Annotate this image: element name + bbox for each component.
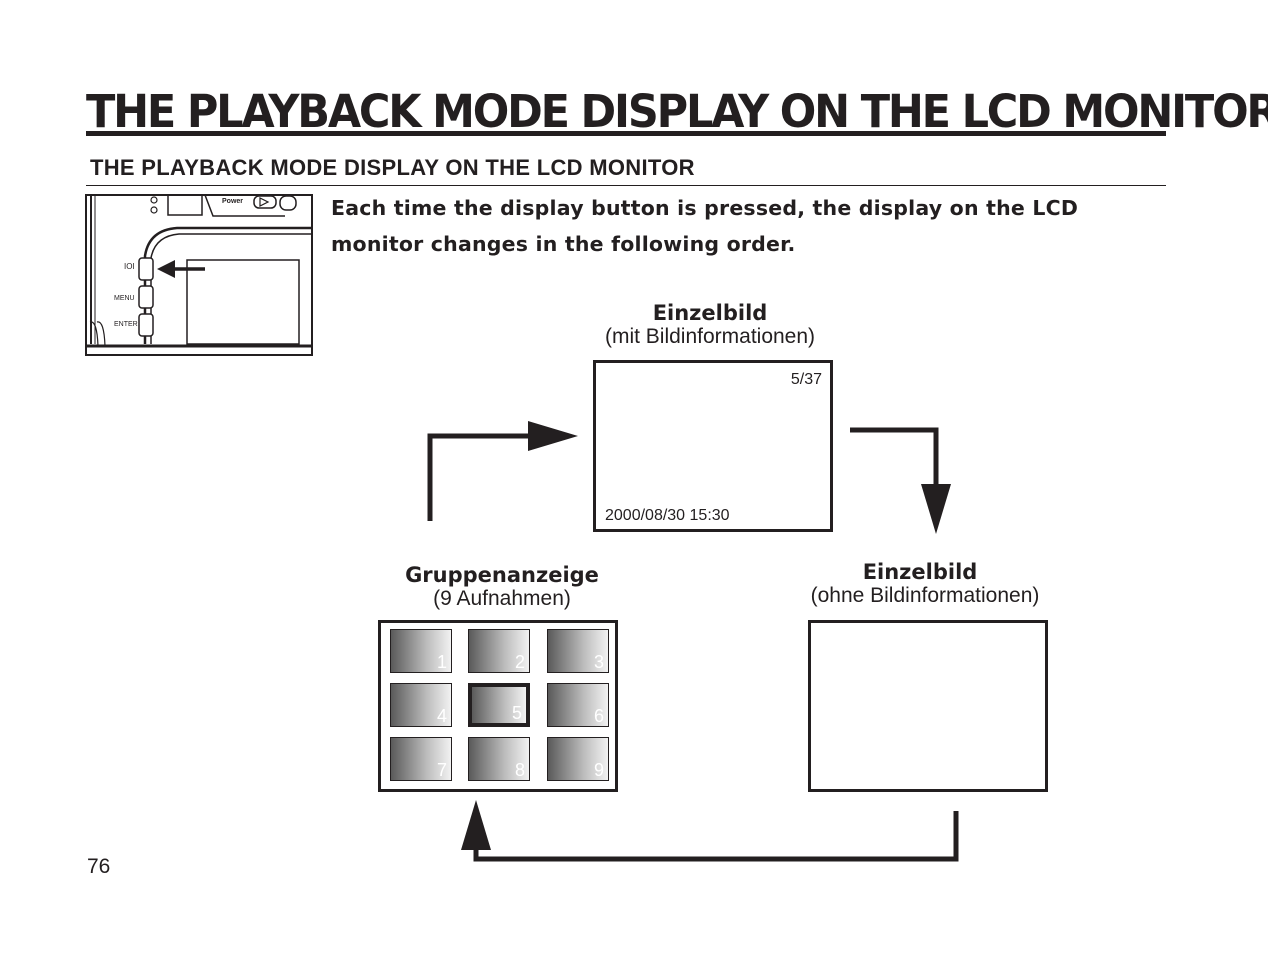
arrow-icon [921,484,951,534]
thumbnail-5: 5 [468,683,530,727]
thumbnail-7: 7 [390,737,452,781]
thumbnail-number: 6 [593,706,604,726]
thumbnail-4: 4 [390,683,452,727]
intro-text: Each time the display button is pressed,… [331,196,1079,256]
single-plain-title: Einzelbild [862,560,978,584]
single-plain-subtitle: (ohne Bildinformationen) [810,584,1040,607]
frame-counter: 5/37 [790,371,822,388]
page-number: 76 [87,855,111,878]
lcd-screen-group: 1 2 3 4 5 6 7 8 9 [378,620,618,792]
thumbnail-number: 8 [514,760,525,780]
thumbnail-number: 1 [436,652,447,672]
group-title: Gruppenanzeige [405,563,599,587]
thumbnail-9: 9 [547,737,609,781]
arrow-icon [528,421,578,451]
arrow-icon [427,433,540,521]
power-label: Power [222,198,244,205]
menu-button-label: MENU [114,295,135,302]
camera-illustration: Power IOI MENU ENTER [85,194,313,356]
section-rule [86,185,1166,186]
thumbnail-1: 1 [390,629,452,673]
thumbnail-3: 3 [547,629,609,673]
title-rule [86,131,1166,136]
thumbnail-number: 9 [593,760,604,780]
single-info-title: Einzelbild [652,301,768,325]
thumbnail-2: 2 [468,629,530,673]
arrow-icon [473,811,959,862]
date-time-stamp: 2000/08/30 15:30 [605,507,730,524]
thumbnail-number: 3 [593,652,604,672]
lcd-screen-with-info: 5/37 2000/08/30 15:30 [593,360,833,532]
thumbnail-number: 7 [436,760,447,780]
lcd-screen-without-info [808,620,1048,792]
page-title: THE PLAYBACK MODE DISPLAY ON THE LCD MON… [86,86,1268,139]
camera-drawing [85,194,313,356]
thumbnail-6: 6 [547,683,609,727]
thumbnail-number: 4 [436,706,447,726]
arrow-icon [461,800,491,850]
display-button-label: IOI [124,262,135,271]
group-subtitle: (9 Aufnahmen) [433,587,571,610]
thumbnail-number: 2 [514,652,525,672]
single-info-subtitle: (mit Bildinformationen) [604,325,816,348]
thumbnail-8: 8 [468,737,530,781]
enter-button-label: ENTER [114,321,138,328]
section-title: THE PLAYBACK MODE DISPLAY ON THE LCD MON… [90,155,695,180]
thumbnail-number: 5 [511,703,522,723]
arrow-icon [850,427,939,500]
